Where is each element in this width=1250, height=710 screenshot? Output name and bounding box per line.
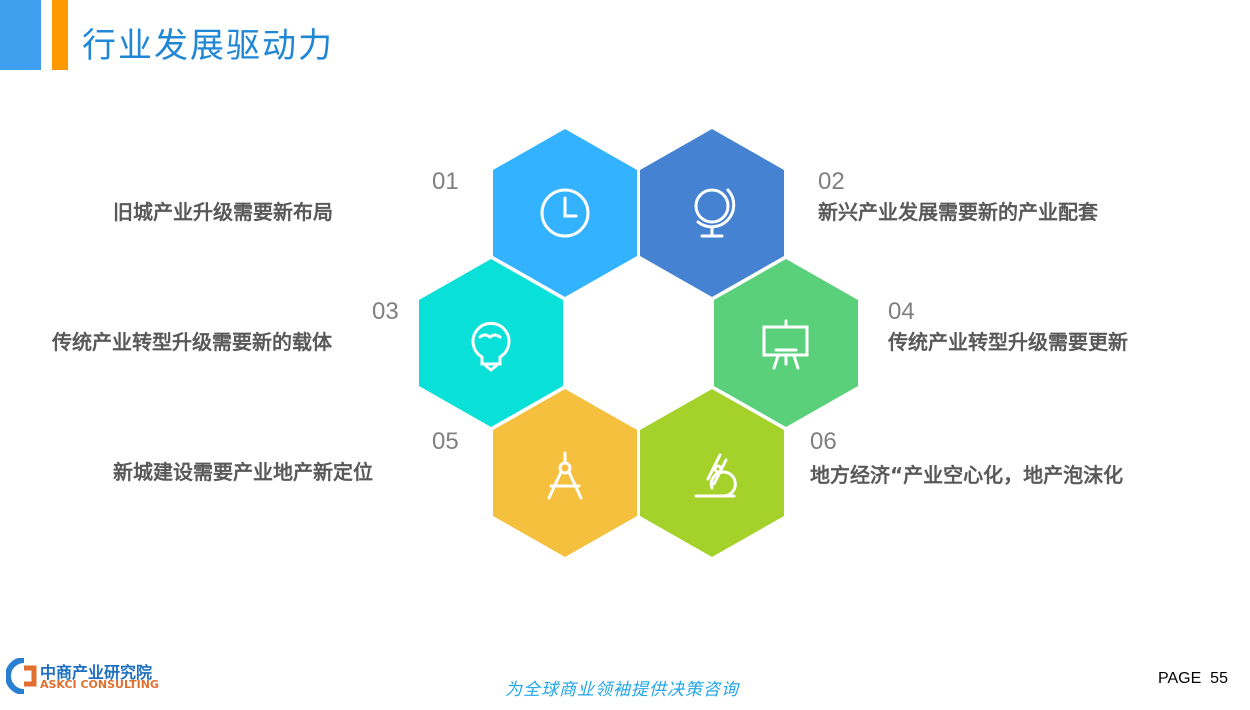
slogan: 为全球商业领袖提供决策咨询 — [505, 680, 739, 700]
item-number-05: 05 — [432, 428, 459, 455]
logo-text-en: ASKCI CONSULTING — [40, 678, 159, 691]
item-number-01: 01 — [432, 168, 459, 195]
page-number: PAGE 55 — [1158, 670, 1228, 687]
easel-icon — [762, 319, 809, 370]
item-number-02: 02 — [818, 168, 845, 195]
item-text-06: 地方经济“产业空心化，地产泡沫化 — [810, 463, 1124, 487]
compass-icon — [547, 451, 583, 500]
item-text-04: 传统产业转型升级需要更新 — [888, 330, 1128, 354]
clock-icon — [540, 188, 590, 238]
logo-text-cn: 中商产业研究院 — [40, 663, 153, 682]
logo-icon — [6, 658, 37, 694]
globe-icon — [694, 188, 736, 238]
page-title: 行业发展驱动力 — [82, 26, 334, 66]
lightbulb-icon — [471, 321, 511, 372]
hexagon-02 — [640, 129, 784, 297]
item-number-04: 04 — [888, 298, 915, 325]
header-accent-blue — [0, 0, 41, 70]
item-text-02: 新兴产业发展需要新的产业配套 — [818, 200, 1098, 224]
item-text-03: 传统产业转型升级需要新的载体 — [52, 330, 332, 354]
hexagon-03 — [419, 259, 563, 427]
header-accent-orange — [52, 0, 68, 70]
item-text-01: 旧城产业升级需要新布局 — [113, 200, 333, 224]
item-number-03: 03 — [372, 298, 399, 325]
item-text-05: 新城建设需要产业地产新定位 — [113, 460, 373, 484]
hexagon-04 — [714, 259, 858, 427]
microscope-icon — [694, 453, 737, 498]
item-number-06: 06 — [810, 428, 837, 455]
